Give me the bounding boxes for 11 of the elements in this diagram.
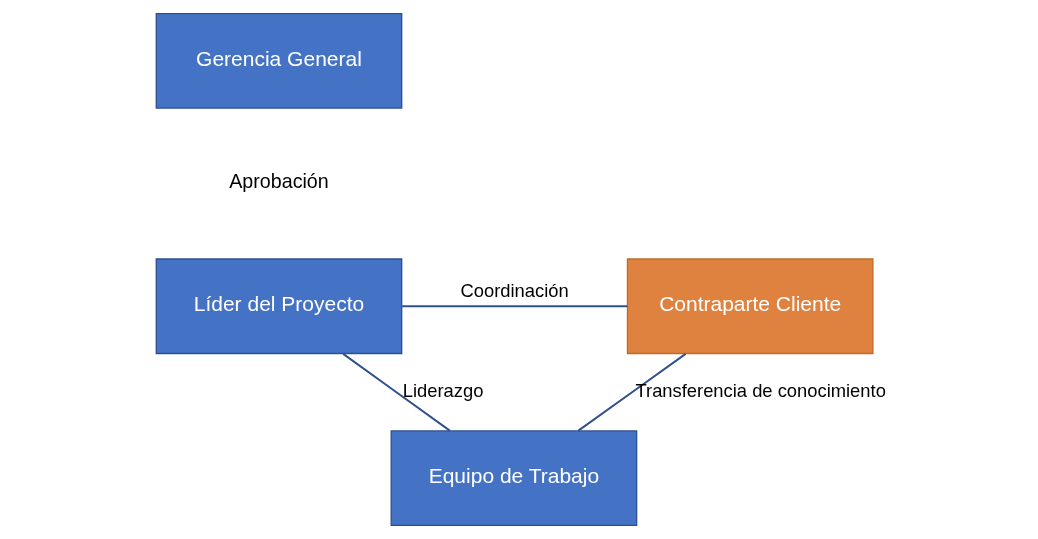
label: Aprobación — [228, 170, 329, 193]
node-box: Contraparte Cliente — [626, 258, 874, 355]
edge-label: Transferencia de conocimiento — [634, 380, 886, 402]
connector — [341, 352, 451, 432]
edge-label: Liderazgo — [402, 380, 483, 402]
connector — [576, 352, 687, 432]
node-box: Gerencia General — [155, 12, 402, 109]
edge-label: Coordinación — [459, 280, 569, 302]
node-box: Equipo de Trabajo — [390, 430, 637, 527]
connector — [400, 305, 628, 308]
node-box: Líder del Proyecto — [155, 258, 402, 355]
